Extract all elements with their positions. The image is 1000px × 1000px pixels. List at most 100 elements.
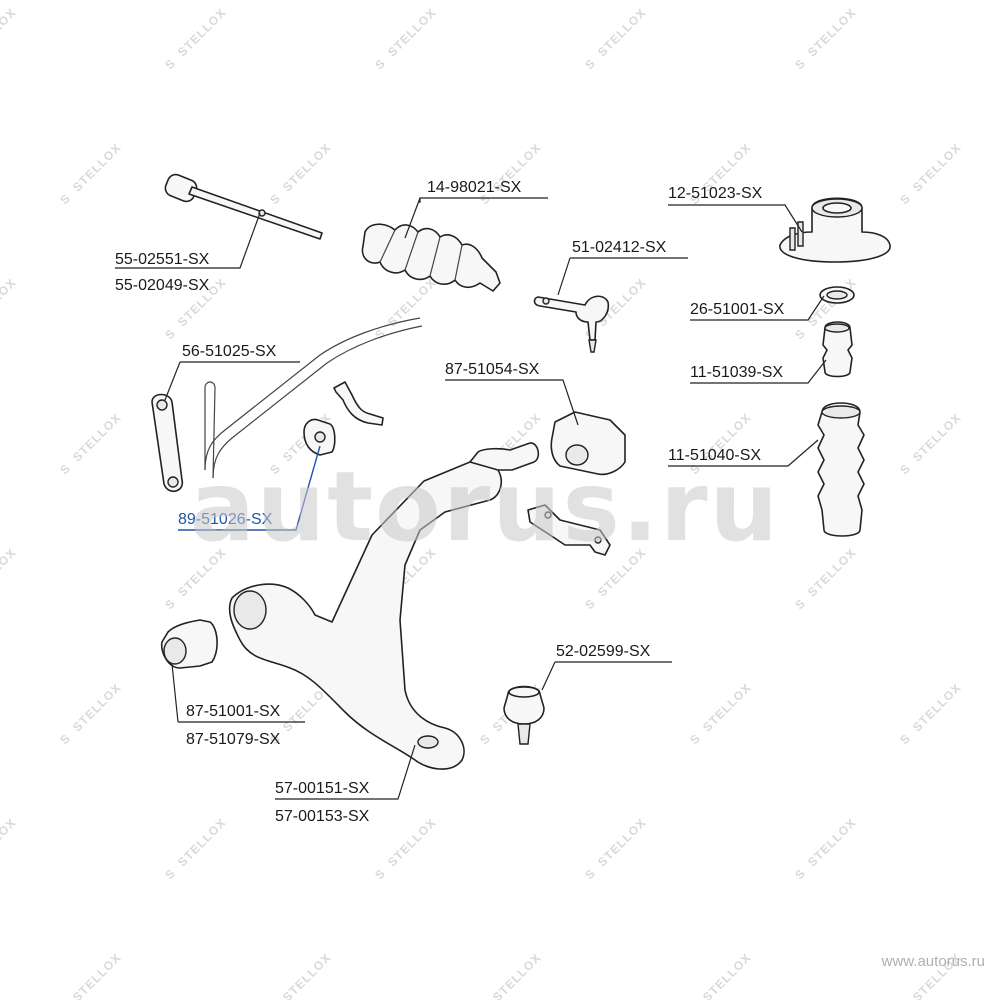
part-labels: 55-02551-SX 55-02049-SX 14-98021-SX 12-5…	[115, 179, 785, 825]
bearing-part	[819, 286, 855, 304]
stellox-s-logo-icon: S	[162, 56, 178, 72]
site-watermark: autorus.ru	[190, 451, 780, 563]
watermark-brand-text: STELLOX	[385, 5, 439, 59]
watermark-brand-text: STELLOX	[70, 140, 124, 194]
tie-rod-end-part	[533, 295, 610, 353]
label-tie-rod-inner-2[interactable]: 55-02049-SX	[115, 277, 210, 294]
label-strut-mount[interactable]: 12-51023-SX	[668, 185, 763, 202]
watermark-brand-text: STELLOX	[280, 950, 334, 1000]
watermark-brand-text: STELLOX	[805, 815, 859, 869]
tie-rod-inner-part	[164, 173, 323, 240]
stellox-s-logo-icon: S	[372, 56, 388, 72]
bump-stop-part	[822, 321, 853, 378]
stellox-s-logo-icon: S	[582, 56, 598, 72]
watermark-brand-text: STELLOX	[280, 140, 334, 194]
leader-lines	[115, 197, 827, 800]
watermark-brand-text: STELLOX	[910, 680, 964, 734]
ball-joint-part	[503, 685, 545, 745]
arm-bushing-front-part	[160, 619, 218, 669]
stellox-s-logo-icon: S	[57, 461, 73, 477]
stabilizer-bracket-part	[333, 381, 384, 426]
watermark-brand-text: STELLOX	[175, 5, 229, 59]
watermark-brand-text: STELLOX	[70, 410, 124, 464]
watermark-brand-text: STELLOX	[805, 545, 859, 599]
control-arm-part	[228, 442, 540, 770]
label-stabilizer-bushing[interactable]: 89-51026-SX	[178, 511, 273, 528]
stellox-s-logo-icon: S	[57, 191, 73, 207]
stellox-s-logo-icon: S	[897, 731, 913, 747]
label-tie-rod-end[interactable]: 51-02412-SX	[572, 239, 667, 256]
dust-boot-part	[817, 402, 865, 537]
stellox-s-logo-icon: S	[897, 191, 913, 207]
stellox-s-logo-icon: S	[372, 326, 388, 342]
label-control-arm-2[interactable]: 57-00153-SX	[275, 808, 370, 825]
label-arm-bushing-rear[interactable]: 87-51054-SX	[445, 361, 540, 378]
footer-url[interactable]: www.autorus.ru	[881, 953, 985, 970]
stellox-s-logo-icon: S	[792, 866, 808, 882]
watermark-brand-text: STELLOX	[0, 815, 19, 869]
watermark-brand-text: STELLOX	[175, 815, 229, 869]
stellox-s-logo-icon: S	[897, 461, 913, 477]
label-arm-bushing-front-2[interactable]: 87-51079-SX	[186, 731, 281, 748]
watermark-brand-text: STELLOX	[910, 410, 964, 464]
strut-mount-part	[779, 197, 891, 263]
stellox-s-logo-icon: S	[267, 191, 283, 207]
watermark-brand-text: STELLOX	[70, 680, 124, 734]
watermark-brand-text: STELLOX	[385, 275, 439, 329]
stellox-s-logo-icon: S	[792, 596, 808, 612]
label-tie-rod-inner-1[interactable]: 55-02551-SX	[115, 251, 210, 268]
watermark-brand-text: STELLOX	[910, 140, 964, 194]
label-ball-joint[interactable]: 52-02599-SX	[556, 643, 651, 660]
watermark-brand-text: STELLOX	[490, 950, 544, 1000]
arm-bushing-rear-part	[527, 411, 626, 556]
stellox-s-logo-icon: S	[162, 326, 178, 342]
label-dust-boot[interactable]: 11-51040-SX	[668, 447, 761, 464]
watermark-brand-text: STELLOX	[595, 5, 649, 59]
label-bump-stop[interactable]: 11-51039-SX	[690, 364, 783, 381]
watermark-brand-text: STELLOX	[0, 545, 19, 599]
label-steering-boot[interactable]: 14-98021-SX	[427, 179, 522, 196]
watermark-brand-text: STELLOX	[700, 680, 754, 734]
label-stabilizer-link[interactable]: 56-51025-SX	[182, 343, 277, 360]
stellox-s-logo-icon: S	[792, 56, 808, 72]
label-control-arm-1[interactable]: 57-00151-SX	[275, 780, 370, 797]
stellox-s-logo-icon: S	[687, 731, 703, 747]
watermark-brand-text: STELLOX	[0, 275, 19, 329]
stabilizer-bar	[204, 317, 423, 479]
stellox-s-logo-icon: S	[582, 866, 598, 882]
stellox-s-logo-icon: S	[477, 731, 493, 747]
stellox-s-logo-icon: S	[372, 866, 388, 882]
watermark-brand-text: STELLOX	[595, 815, 649, 869]
label-bearing[interactable]: 26-51001-SX	[690, 301, 785, 318]
stabilizer-bushing-part	[303, 418, 336, 456]
steering-boot-part	[361, 223, 501, 292]
stellox-s-logo-icon: S	[582, 596, 598, 612]
label-arm-bushing-front-1[interactable]: 87-51001-SX	[186, 703, 281, 720]
watermark-brand-text: STELLOX	[805, 5, 859, 59]
